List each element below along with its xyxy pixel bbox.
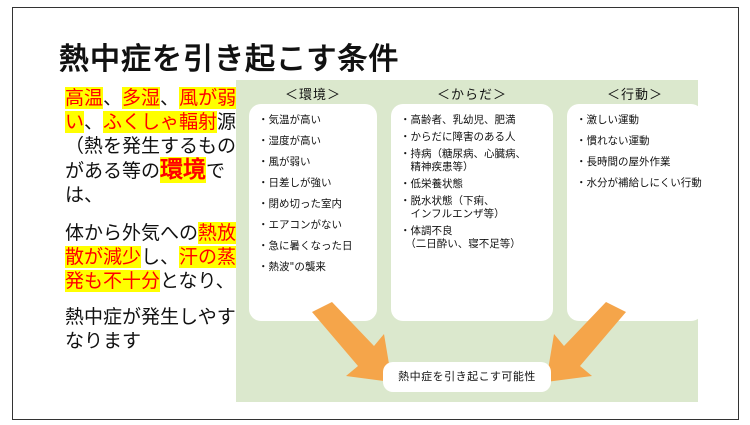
body-item: ・持病（糖尿病、心臓病、 精神疾患等） (400, 148, 526, 173)
lead-text-run: 源（熱を発生するもの）がある等の (65, 111, 256, 182)
body-box: ＜からだ＞ ・高齢者、乳幼児、肥満・からだに障害のある人・持病（糖尿病、心臓病、… (391, 88, 553, 321)
conditions-diagram: ＜環境＞ ・気温が高い・湿度が高い・風が弱い・日差しが強い・閉め切った室内・エア… (236, 80, 703, 402)
lead-paragraph-result: 熱中症が発生しやすくなります (65, 306, 255, 352)
lead-text-run: では、 (65, 160, 226, 206)
highlighted-text: ふくしゃ輻射 (103, 111, 218, 133)
environment-item: ・エアコンがない (258, 219, 342, 231)
lead-paragraph-environment: 高温、多湿、風が弱い、ふくしゃ輻射源（熱を発生するもの）がある等の環境では、 (65, 86, 255, 207)
environment-item: ・風が弱い (258, 156, 311, 168)
page-title: 熱中症を引き起こす条件 (59, 42, 400, 77)
body-item: ・からだに障害のある人 (400, 131, 516, 143)
highlighted-text: 多湿 (122, 87, 161, 109)
environment-box: ＜環境＞ ・気温が高い・湿度が高い・風が弱い・日差しが強い・閉め切った室内・エア… (249, 88, 377, 321)
environment-list: ・気温が高い・湿度が高い・風が弱い・日差しが強い・閉め切った室内・エアコンがない… (258, 114, 369, 274)
result-box: 熱中症を引き起こす可能性 (383, 362, 551, 392)
slide: 熱中症を引き起こす条件 高温、多湿、風が弱い、ふくしゃ輻射源（熱を発生するもの）… (12, 7, 739, 420)
body-item: ・高齢者、乳幼児、肥満 (400, 114, 516, 126)
right-arrow-icon (546, 302, 626, 382)
action-item: ・激しい運動 (576, 114, 639, 126)
action-title: ＜行動＞ (606, 88, 663, 103)
action-box: ＜行動＞ ・激しい運動・慣れない運動・長時間の屋外作業・水分が補給しにくい行動 (567, 88, 703, 321)
action-item: ・水分が補給しにくい行動 (576, 177, 702, 189)
environment-item: ・気温が高い (258, 114, 321, 126)
environment-title: ＜環境＞ (284, 88, 341, 103)
action-list: ・激しい運動・慣れない運動・長時間の屋外作業・水分が補給しにくい行動 (576, 114, 702, 190)
body-item: ・体調不良 （二日酔い、寝不足等） (400, 225, 521, 250)
environment-item: ・日差しが強い (258, 177, 332, 189)
left-arrow-icon (312, 302, 392, 382)
environment-item: ・湿度が高い (258, 135, 321, 147)
lead-text-run: 体から外気への (65, 222, 199, 244)
lead-text-run: 、 (84, 111, 104, 133)
environment-item: ・急に暑くなった日 (258, 240, 353, 252)
environment-item: ・熱波"の襲来 (258, 261, 326, 273)
action-item: ・慣れない運動 (576, 135, 650, 147)
lead-text-run: 、 (103, 87, 123, 109)
body-item: ・低栄養状態 (400, 178, 463, 190)
lead-text-run: 、 (160, 87, 180, 109)
action-item: ・長時間の屋外作業 (576, 156, 671, 168)
body-item: ・脱水状態（下痢、 インフルエンザ等） (400, 195, 505, 220)
highlighted-text: 環境 (160, 157, 207, 183)
lead-text: 高温、多湿、風が弱い、ふくしゃ輻射源（熱を発生するもの）がある等の環境では、 体… (65, 86, 255, 353)
lead-paragraph-heat: 体から外気への熱放散が減少し、汗の蒸発も不十分となり、 (65, 221, 255, 293)
body-title: ＜からだ＞ (436, 88, 507, 103)
environment-item: ・閉め切った室内 (258, 198, 342, 210)
lead-text-run: し、 (141, 246, 180, 268)
body-list: ・高齢者、乳幼児、肥満・からだに障害のある人・持病（糖尿病、心臓病、 精神疾患等… (400, 114, 545, 251)
highlighted-text: 高温 (65, 87, 104, 109)
lead-text-run: となり、 (160, 270, 235, 292)
